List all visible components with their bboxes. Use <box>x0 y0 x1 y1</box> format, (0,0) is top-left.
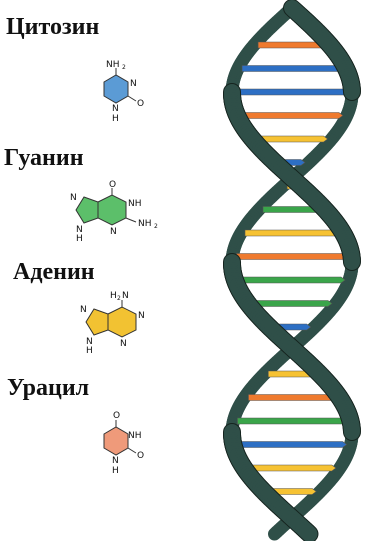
adenine-structure: H 2 N N N N N H <box>80 291 145 356</box>
svg-text:2: 2 <box>154 223 158 230</box>
svg-text:O: O <box>113 411 120 421</box>
guanine-structure: O NH N N N H NH 2 <box>70 180 158 244</box>
base-pair-rung <box>235 88 349 96</box>
base-pair-rung <box>257 41 327 49</box>
svg-text:N: N <box>112 456 119 466</box>
svg-text:N: N <box>110 227 117 237</box>
svg-text:N: N <box>70 193 77 203</box>
svg-text:NH: NH <box>128 431 142 441</box>
svg-text:H: H <box>76 234 83 244</box>
svg-text:N: N <box>112 104 119 114</box>
svg-text:N: N <box>86 337 93 347</box>
base-pair-rung <box>236 253 349 260</box>
helix-backbone-back <box>225 1 359 541</box>
base-pair-rung <box>241 65 343 72</box>
base-pair-rung <box>251 300 333 307</box>
cytosine-amine-label: NH <box>106 60 120 70</box>
svg-text:NH: NH <box>128 199 142 209</box>
label-guanine: Гуанин <box>4 145 84 171</box>
svg-text:O: O <box>109 180 116 190</box>
adenine-ring-five <box>85 308 109 336</box>
base-pair-rung <box>256 135 329 143</box>
uracil-structure: O NH N H O <box>103 411 144 476</box>
svg-text:N: N <box>122 291 129 301</box>
svg-text:H: H <box>110 291 117 301</box>
base-pair-rung <box>240 112 344 119</box>
backbone-segment-a <box>268 525 284 541</box>
label-adenine: Аденин <box>13 259 95 285</box>
label-uracil: Урацил <box>7 375 90 401</box>
cytosine-structure: NH 2 N N H O <box>103 60 144 124</box>
svg-text:H: H <box>112 466 119 476</box>
base-pair-rung <box>248 394 337 401</box>
svg-text:N: N <box>138 311 145 321</box>
base-pair-rung <box>244 229 340 237</box>
label-cytosine: Цитозин <box>6 14 100 40</box>
svg-text:H: H <box>112 114 119 124</box>
svg-text:N: N <box>120 339 127 349</box>
svg-text:H: H <box>86 346 93 356</box>
guanine-ring-five <box>75 196 99 224</box>
svg-text:N: N <box>76 225 83 235</box>
base-pair-rung <box>238 276 346 284</box>
svg-text:O: O <box>137 99 144 109</box>
base-pair-rung <box>237 417 348 425</box>
svg-text:NH: NH <box>138 219 152 229</box>
svg-text:N: N <box>80 305 87 315</box>
backbone-segment-b <box>299 524 318 541</box>
helix-base-pairs <box>235 41 349 495</box>
base-pair-rung <box>247 464 337 472</box>
base-pair-rung <box>237 441 348 448</box>
svg-text:O: O <box>137 451 144 461</box>
svg-text:2: 2 <box>117 295 121 302</box>
svg-text:2: 2 <box>122 64 126 71</box>
helix-backbone-front <box>223 0 361 541</box>
svg-text:N: N <box>130 79 137 89</box>
